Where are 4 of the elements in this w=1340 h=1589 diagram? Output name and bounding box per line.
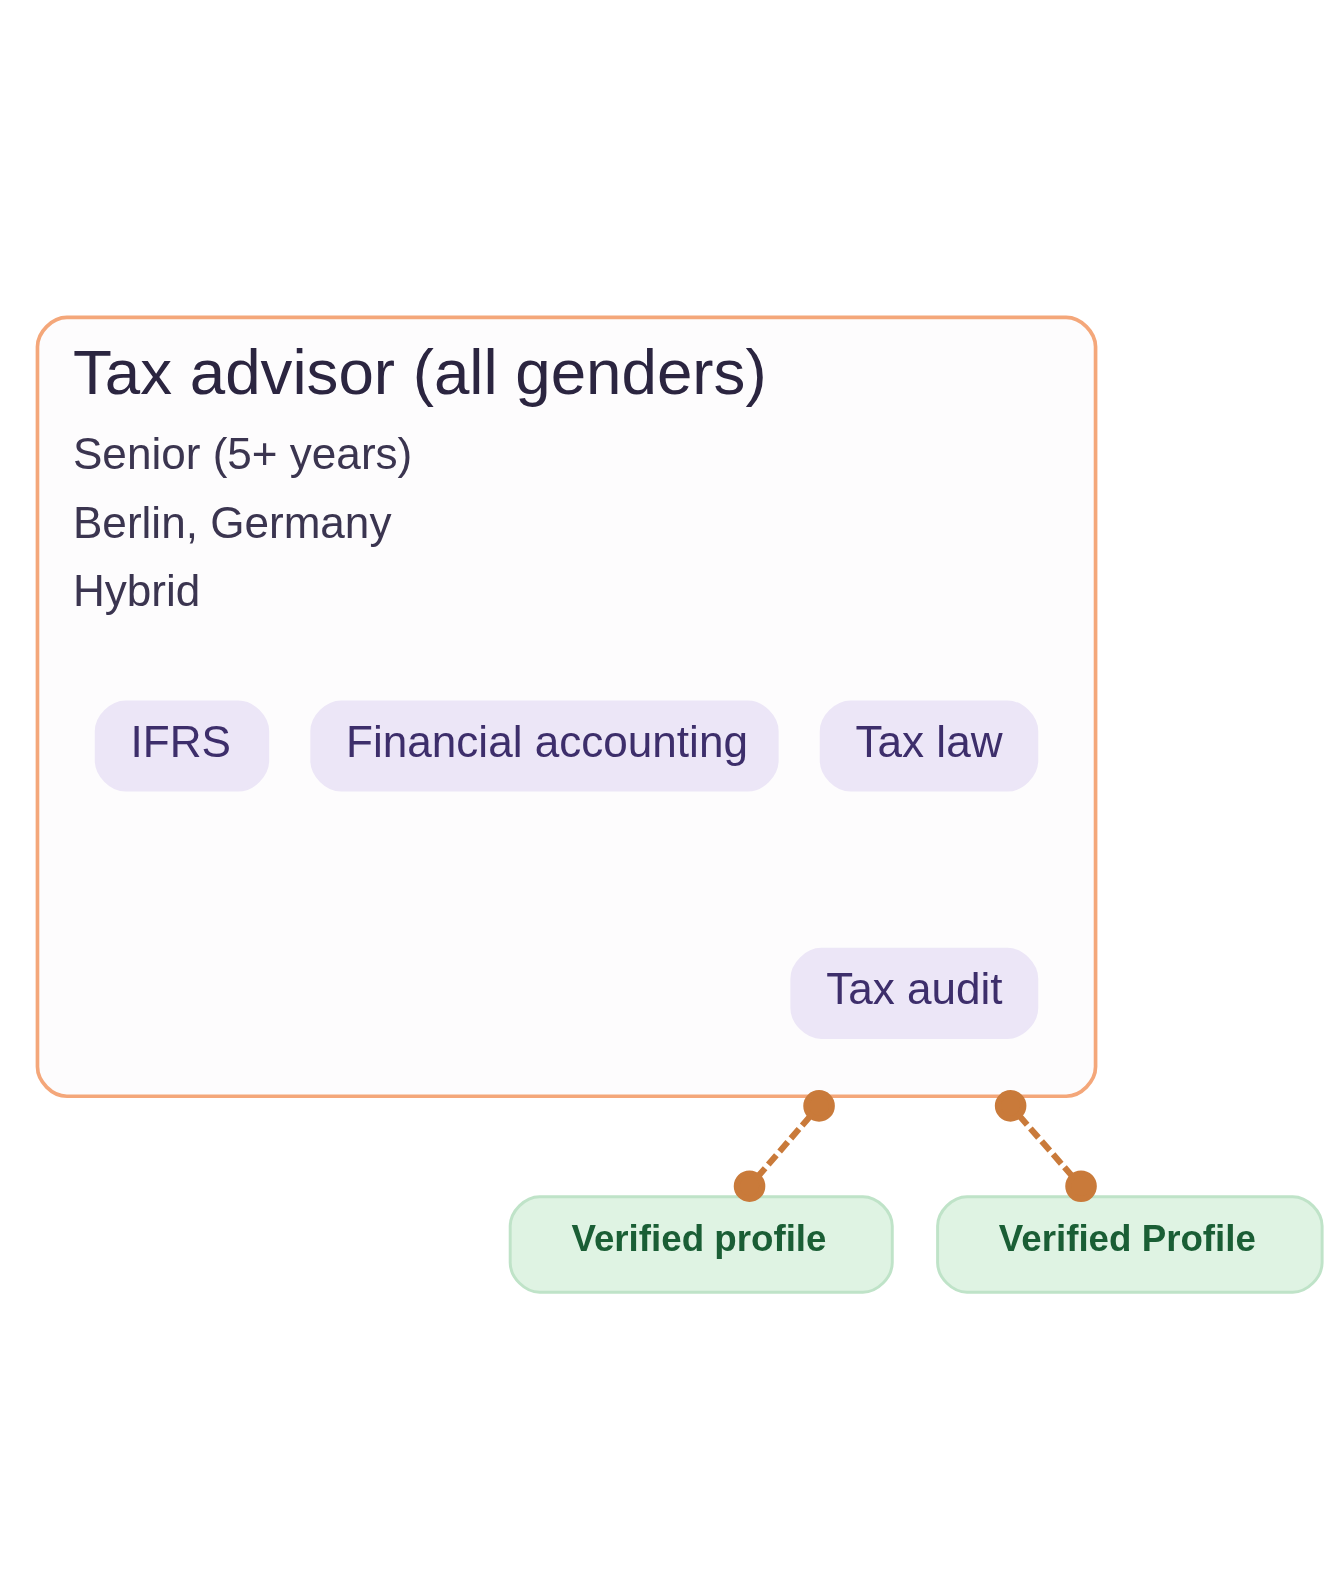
node-box: Verified Profile	[936, 1194, 1324, 1294]
node-box: Verified profile	[508, 1194, 894, 1294]
connector	[994, 1089, 1097, 1202]
connector	[733, 1089, 835, 1202]
